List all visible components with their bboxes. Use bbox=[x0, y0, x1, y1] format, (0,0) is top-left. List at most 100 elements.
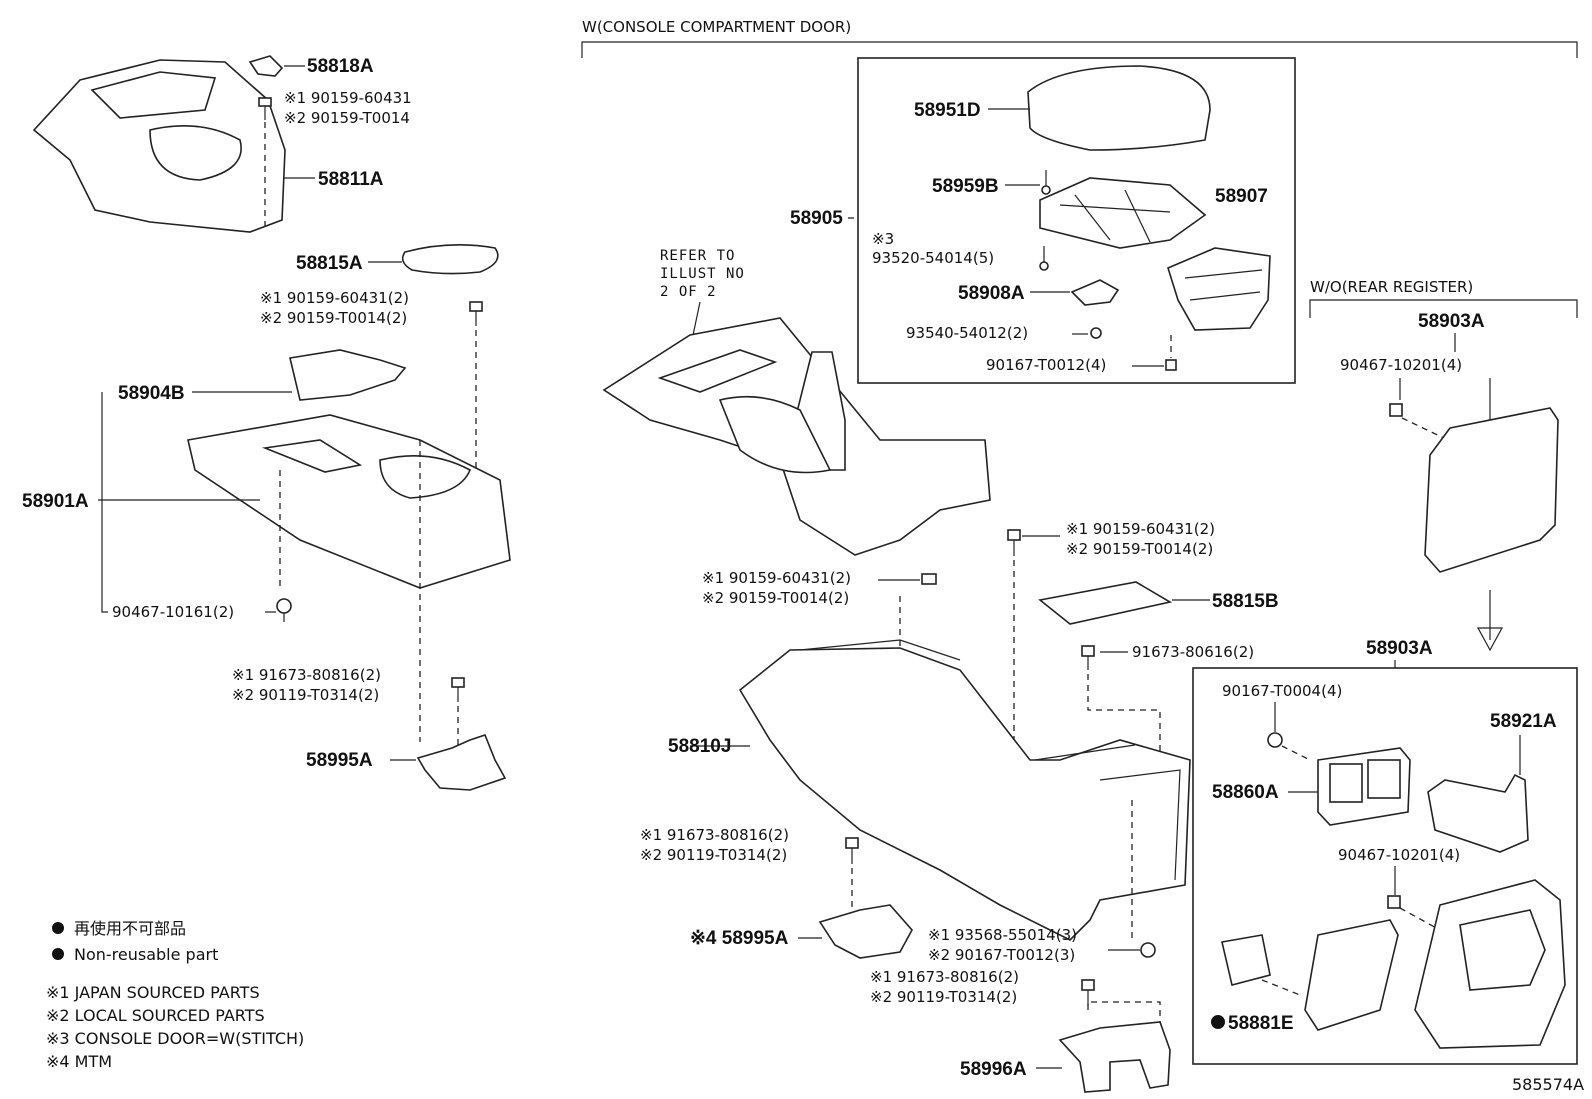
legend-dot-icon bbox=[52, 922, 64, 934]
part-58810J-console-body bbox=[738, 647, 1191, 941]
label-93520-54014: 93520-54014(5) bbox=[872, 249, 994, 267]
part-hinge-frame bbox=[1039, 177, 1207, 249]
label-90119-T0314-c: ※2 90119-T0314(2) bbox=[870, 988, 1017, 1006]
part-58903A-cover bbox=[1424, 407, 1559, 573]
part-58951D-lid bbox=[1027, 65, 1211, 151]
label-58881E: 58881E bbox=[1228, 1013, 1294, 1034]
label-58995A: 58995A bbox=[306, 750, 373, 771]
label-58901A: 58901A bbox=[22, 491, 89, 512]
part-58818A-cap bbox=[248, 55, 284, 77]
part-58995A-mtm-bracket bbox=[818, 904, 913, 959]
label-58903A-top: 58903A bbox=[1418, 311, 1485, 332]
part-58921A-garnish bbox=[1427, 773, 1529, 853]
part-58811A-opening bbox=[149, 125, 242, 181]
dash-line bbox=[1261, 979, 1301, 996]
refer-note-line-3: 2 OF 2 bbox=[660, 284, 717, 300]
bolt-icon bbox=[845, 837, 859, 864]
hinge-frame-detail bbox=[1059, 189, 1171, 243]
label-90167-T0004: 90167-T0004(4) bbox=[1222, 682, 1342, 700]
label-90167-T0012-a: 90167-T0012(4) bbox=[986, 356, 1106, 374]
label-note-3: ※3 bbox=[872, 230, 894, 248]
legend-dot-icon bbox=[52, 948, 64, 960]
label-58951D: 58951D bbox=[914, 100, 981, 121]
label-90159-60431-a: ※1 90159-60431 bbox=[284, 89, 412, 107]
label-91673-80816-c: ※1 91673-80816(2) bbox=[870, 968, 1019, 986]
part-58907-latch bbox=[1167, 247, 1271, 331]
label-58907: 58907 bbox=[1215, 186, 1268, 207]
legend-note-1: ※1 JAPAN SOURCED PARTS bbox=[46, 983, 260, 1002]
legend-note-4: ※4 MTM bbox=[46, 1052, 112, 1071]
label-90119-T0314-b: ※2 90119-T0314(2) bbox=[640, 846, 787, 864]
label-58860A: 58860A bbox=[1212, 782, 1279, 803]
label-58996A: 58996A bbox=[960, 1059, 1027, 1080]
non-reusable-dot-icon bbox=[1211, 1015, 1225, 1029]
label-91673-80816-a: ※1 91673-80816(2) bbox=[232, 666, 381, 684]
dash-line bbox=[1281, 745, 1311, 761]
bracket-58901A bbox=[101, 392, 108, 613]
part-58995A-bracket bbox=[416, 734, 507, 791]
part-58815A-mat bbox=[401, 244, 499, 275]
register-vent-right bbox=[1367, 759, 1401, 799]
label-90159-T0014-d: ※2 90159-T0014(2) bbox=[1066, 540, 1213, 558]
rear-register-label: W/O(REAR REGISTER) bbox=[1310, 278, 1473, 296]
legend-note-3: ※3 CONSOLE DOOR=W(STITCH) bbox=[46, 1029, 304, 1048]
bolt-icon bbox=[1267, 732, 1283, 748]
clip-icon bbox=[1387, 895, 1401, 909]
register-vent-left bbox=[1329, 763, 1363, 803]
part-58996A-bracket bbox=[1058, 1021, 1171, 1093]
label-58995A-mtm: ※4 58995A bbox=[690, 928, 789, 949]
arrow-down-icon bbox=[1476, 590, 1504, 652]
label-58815A: 58815A bbox=[296, 253, 363, 274]
label-58810J: 58810J bbox=[668, 736, 731, 757]
console-door-box bbox=[857, 57, 1296, 384]
dash-line bbox=[1399, 907, 1441, 931]
leader-10201a bbox=[1399, 378, 1491, 425]
refer-note-line-1: REFER TO bbox=[660, 248, 735, 264]
label-90159-T0014-a: ※2 90159-T0014 bbox=[284, 109, 410, 127]
label-58959B: 58959B bbox=[932, 176, 999, 197]
upper-console-pocket bbox=[657, 349, 778, 393]
label-58905: 58905 bbox=[790, 208, 843, 229]
label-93540-54012: 93540-54012(2) bbox=[906, 324, 1028, 342]
dash-line bbox=[1401, 417, 1449, 441]
label-58903A-box: 58903A bbox=[1366, 638, 1433, 659]
label-90467-10201-a: 90467-10201(4) bbox=[1340, 356, 1462, 374]
label-58818A: 58818A bbox=[307, 56, 374, 77]
screw-icon bbox=[1041, 170, 1051, 195]
bolt-icon bbox=[921, 573, 937, 585]
bolt-icon bbox=[1081, 979, 1095, 1006]
rear-register-bracket bbox=[1309, 299, 1578, 318]
label-58811A: 58811A bbox=[318, 169, 384, 190]
label-90467-10161: 90467-10161(2) bbox=[112, 603, 234, 621]
part-58901A-cupholder bbox=[379, 455, 472, 499]
label-90119-T0314-a: ※2 90119-T0314(2) bbox=[232, 686, 379, 704]
legend-en-text: Non-reusable part bbox=[74, 945, 218, 964]
screw-icon bbox=[1039, 246, 1049, 271]
clip-icon bbox=[1389, 403, 1403, 417]
bolt-icon bbox=[451, 677, 465, 702]
label-93568-55014: ※1 93568-55014(3) bbox=[928, 926, 1077, 944]
rear-cover-opening bbox=[1459, 909, 1546, 991]
refer-note-line-2: ILLUST NO bbox=[660, 266, 745, 282]
section-bracket bbox=[581, 41, 1578, 58]
bolt-icon bbox=[1007, 529, 1021, 556]
label-58815B: 58815B bbox=[1212, 591, 1279, 612]
part-58901A-recess bbox=[261, 439, 363, 473]
label-58904B: 58904B bbox=[118, 383, 185, 404]
legend-note-2: ※2 LOCAL SOURCED PARTS bbox=[46, 1006, 265, 1025]
bolt-icon bbox=[1081, 645, 1095, 670]
label-90167-T0012-b: ※2 90167-T0012(3) bbox=[928, 946, 1075, 964]
label-58908A: 58908A bbox=[958, 283, 1025, 304]
latch-detail bbox=[1184, 269, 1263, 301]
upper-console-opening bbox=[718, 395, 832, 474]
label-91673-80616: 91673-80616(2) bbox=[1132, 643, 1254, 661]
part-58815B-pad bbox=[1038, 581, 1173, 625]
label-90159-T0014-c: ※2 90159-T0014(2) bbox=[702, 589, 849, 607]
console-body-detail bbox=[799, 639, 1181, 881]
rear-register-box bbox=[1192, 667, 1578, 1065]
label-90159-60431-b: ※1 90159-60431(2) bbox=[260, 289, 409, 307]
label-58921A: 58921A bbox=[1490, 711, 1557, 732]
part-58901A-console bbox=[187, 414, 511, 589]
diagram-id: 585574A bbox=[1512, 1075, 1584, 1094]
